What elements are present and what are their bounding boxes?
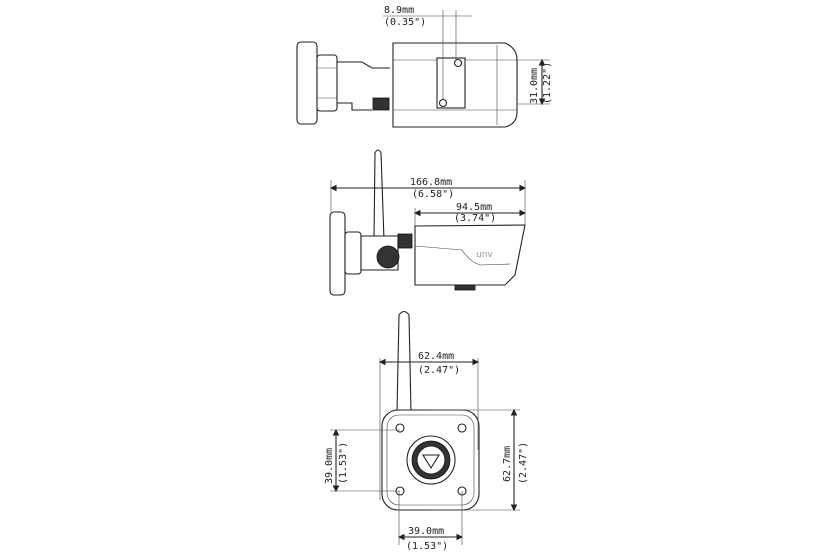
brand-logo: unv: [476, 250, 493, 260]
dim-hole-vertical-in: (1.53"): [338, 442, 349, 484]
side-view: unv 166.8mm (6.58") 94.5mm (3.74"): [329, 149, 527, 296]
dim-total-length-in: (6.58"): [412, 189, 454, 200]
dim-body-length-in: (3.74"): [454, 213, 496, 224]
dim-front-height-mm: 62.7mm: [502, 446, 513, 482]
dim-offset-in: (0.35"): [384, 17, 426, 28]
dim-front-width-in: (2.47"): [418, 365, 460, 376]
dim-total-length-mm: 166.8mm: [410, 177, 452, 188]
dim-offset-mm: 8.9mm: [384, 5, 414, 16]
front-view: 62.4mm (2.47") 62.7mm (2.47") 39.0mm (1.…: [324, 310, 529, 552]
top-view: 8.9mm (0.35") 31.0mm (1.22"): [296, 5, 553, 128]
dim-height-top-in: (1.22"): [542, 62, 553, 104]
dim-height-top-mm: 31.0mm: [529, 68, 540, 104]
dim-body-length-mm: 94.5mm: [456, 202, 492, 213]
dim-hole-horizontal-mm: 39.0mm: [408, 526, 444, 537]
dim-hole-horizontal-in: (1.53"): [406, 541, 448, 552]
dim-front-width-mm: 62.4mm: [418, 351, 454, 362]
dim-front-height-in: (2.47"): [518, 442, 529, 484]
dim-hole-vertical-mm: 39.0mm: [324, 448, 335, 484]
